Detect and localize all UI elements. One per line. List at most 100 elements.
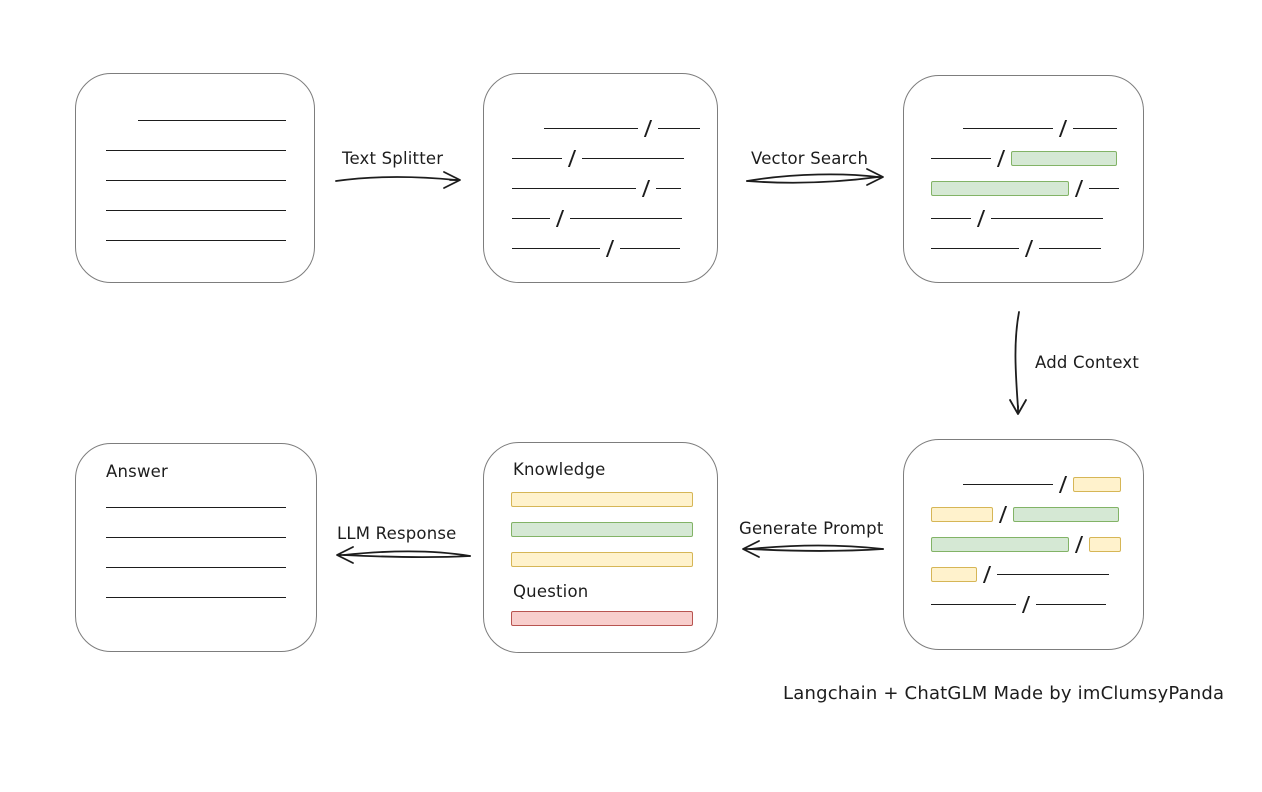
add-context-arrowhead xyxy=(1009,399,1027,415)
text-splitter-arrowhead xyxy=(443,171,461,189)
text-line xyxy=(656,187,682,189)
vector-search-arrow-shaft2 xyxy=(746,176,879,184)
text-line xyxy=(658,127,701,129)
arrow-label-llm-response: LLM Response xyxy=(337,524,457,543)
matched-chunks-lines xyxy=(904,76,1143,257)
source-document-lines xyxy=(76,74,314,249)
red-chunk xyxy=(511,610,693,626)
text-line xyxy=(512,187,636,189)
text-line xyxy=(106,209,286,211)
chunk-separator-slash xyxy=(976,209,986,227)
chunk-row xyxy=(106,231,286,249)
text-line xyxy=(570,217,683,219)
chunk-separator-slash xyxy=(643,119,653,137)
chunk-row xyxy=(106,558,286,576)
indent-space xyxy=(931,484,963,485)
text-line xyxy=(512,217,550,219)
yellow-chunk xyxy=(931,566,977,582)
chunk-separator-slash xyxy=(1074,535,1084,553)
text-line xyxy=(931,247,1019,249)
chunk-separator-slash xyxy=(555,209,565,227)
arrow-label-add-context: Add Context xyxy=(1035,353,1140,372)
chunk-row xyxy=(512,119,717,137)
chunk-row xyxy=(931,209,1143,227)
yellow-chunk xyxy=(511,491,693,507)
text-line xyxy=(997,573,1110,575)
question-bar xyxy=(511,609,717,627)
chunk-row xyxy=(512,209,717,227)
chunk-row xyxy=(511,520,717,538)
chunk-separator-slash xyxy=(1024,239,1034,257)
text-line xyxy=(963,127,1053,129)
text-line xyxy=(620,247,681,249)
chunk-row xyxy=(512,179,717,197)
text-line xyxy=(1036,603,1107,605)
text-line xyxy=(1039,247,1102,249)
chunk-separator-slash xyxy=(982,565,992,583)
chunk-row xyxy=(512,149,717,167)
answer-box: Answer xyxy=(75,443,317,652)
indent-space xyxy=(512,128,544,129)
text-line xyxy=(138,119,286,121)
text-line xyxy=(106,239,286,241)
caption: Langchain + ChatGLM Made by imClumsyPand… xyxy=(783,683,1225,704)
knowledge-label: Knowledge xyxy=(513,460,606,479)
text-line xyxy=(106,506,286,508)
chunk-row xyxy=(931,535,1143,553)
text-line xyxy=(991,217,1104,219)
indent-space xyxy=(931,128,963,129)
yellow-chunk xyxy=(931,506,993,522)
chunk-separator-slash xyxy=(1021,595,1031,613)
text-line xyxy=(106,566,286,568)
context-chunks-box xyxy=(903,439,1144,650)
arrow-label-text-splitter: Text Splitter xyxy=(342,149,444,168)
text-line xyxy=(931,603,1016,605)
answer-label: Answer xyxy=(106,462,168,481)
chunk-row xyxy=(106,498,286,516)
yellow-chunk xyxy=(1089,536,1122,552)
text-line xyxy=(1089,187,1120,189)
chunk-separator-slash xyxy=(641,179,651,197)
chunk-row xyxy=(931,149,1143,167)
green-chunk xyxy=(931,180,1069,196)
text-line xyxy=(963,483,1053,485)
text-line xyxy=(1073,127,1118,129)
question-label: Question xyxy=(513,582,589,601)
chunk-row xyxy=(512,239,717,257)
text-line xyxy=(106,149,286,151)
split-chunks-lines xyxy=(484,74,717,257)
chunk-row xyxy=(106,528,286,546)
yellow-chunk xyxy=(1073,476,1122,492)
chunk-separator-slash xyxy=(1058,119,1068,137)
chunk-row xyxy=(106,588,286,606)
text-line xyxy=(512,247,600,249)
source-document-box xyxy=(75,73,315,283)
chunk-row xyxy=(106,111,286,129)
chunk-row xyxy=(931,565,1143,583)
chunk-row xyxy=(931,505,1143,523)
split-chunks-box xyxy=(483,73,718,283)
chunk-separator-slash xyxy=(996,149,1006,167)
chunk-separator-slash xyxy=(998,505,1008,523)
context-chunks-lines xyxy=(904,440,1143,613)
indent-space xyxy=(106,120,138,121)
chunk-separator-slash xyxy=(1074,179,1084,197)
text-line xyxy=(106,596,286,598)
text-line xyxy=(106,536,286,538)
green-chunk xyxy=(1011,150,1118,166)
green-chunk xyxy=(1013,506,1120,522)
llm-response-arrow-shaft xyxy=(343,550,471,557)
chunk-row xyxy=(106,201,286,219)
generate-prompt-arrowhead xyxy=(742,540,760,558)
green-chunk xyxy=(511,521,693,537)
chunk-row xyxy=(511,550,717,568)
text-line xyxy=(106,179,286,181)
chunk-row xyxy=(106,171,286,189)
chunk-row xyxy=(511,609,717,627)
chunk-separator-slash xyxy=(1058,475,1068,493)
chunk-row xyxy=(931,119,1143,137)
yellow-chunk xyxy=(511,551,693,567)
chunk-row xyxy=(931,595,1143,613)
prompt-box: Knowledge Question xyxy=(483,442,718,653)
